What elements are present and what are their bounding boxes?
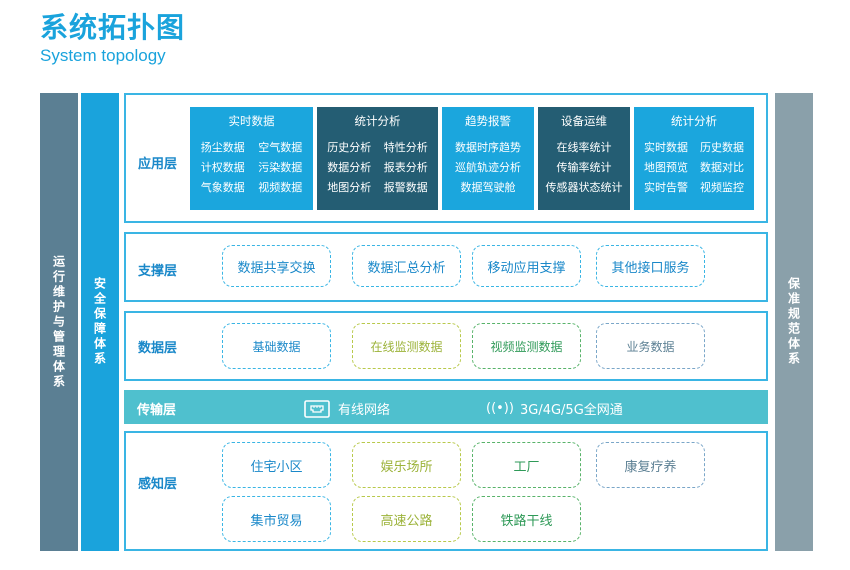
wired-network: 有线网络 (304, 399, 390, 418)
app-item: 历史数据 (700, 141, 744, 154)
app-column-header: 统计分析 (671, 114, 717, 128)
security-bar: 安全保障体系 (81, 93, 119, 551)
app-item: 数据对比 (700, 161, 744, 174)
app-column-statistics: 统计分析 历史分析 特性分析 数据分析 报表分析 地图分析 报警数据 (317, 107, 438, 210)
support-layer-label: 支撑层 (138, 264, 178, 279)
wired-network-label: 有线网络 (338, 403, 391, 418)
support-item: 数据汇总分析 (352, 245, 461, 287)
app-item: 扬尘数据 (200, 141, 245, 154)
wireless-network: ((•)) 3G/4G/5G全网通 (486, 399, 623, 418)
perception-item: 工厂 (472, 442, 581, 488)
app-column-header: 设备运维 (561, 114, 607, 128)
app-item: 空气数据 (258, 141, 303, 154)
app-item: 数据分析 (327, 161, 372, 174)
app-item: 气象数据 (200, 181, 245, 194)
ops-management-bar: 运行维护与管理体系 (40, 93, 78, 551)
app-item: 实时告警 (644, 181, 688, 194)
perception-item: 铁路干线 (472, 496, 581, 542)
app-item: 视频监控 (700, 181, 744, 194)
network-port-icon (304, 399, 330, 418)
app-column-trend-alarm: 趋势报警 数据时序趋势 巡航轨迹分析 数据驾驶舱 (442, 107, 534, 210)
perception-item: 住宅小区 (222, 442, 331, 488)
transport-layer: 传输层 有线网络 ((•)) 3G/4G/5G全网通 (124, 390, 768, 424)
data-item: 业务数据 (596, 323, 705, 369)
data-layer: 数据层 (124, 311, 768, 381)
standards-label: 保准规范体系 (786, 277, 801, 367)
app-item: 数据驾驶舱 (460, 181, 516, 194)
app-item: 传感器状态统计 (545, 181, 623, 194)
perception-item: 娱乐场所 (352, 442, 461, 488)
transport-layer-label: 传输层 (137, 403, 177, 418)
app-item: 历史分析 (327, 141, 372, 154)
app-item: 巡航轨迹分析 (455, 161, 521, 174)
security-label: 安全保障体系 (92, 277, 107, 367)
support-layer: 支撑层 (124, 232, 768, 302)
page-title: 系统拓扑图 (40, 11, 186, 44)
support-item: 数据共享交换 (222, 245, 331, 287)
app-column-statistics-2: 统计分析 实时数据 历史数据 地图预览 数据对比 实时告警 视频监控 (634, 107, 754, 210)
app-item: 报表分析 (383, 161, 428, 174)
app-item: 特性分析 (383, 141, 428, 154)
app-item: 传输率统计 (556, 161, 612, 174)
app-item: 地图分析 (327, 181, 372, 194)
app-item: 在线率统计 (556, 141, 612, 154)
app-item: 污染数据 (258, 161, 303, 174)
perception-layer-label: 感知层 (138, 477, 178, 492)
wireless-signal-icon: ((•)) (486, 401, 514, 416)
data-item: 视频监测数据 (472, 323, 581, 369)
page-subtitle: System topology (40, 46, 166, 65)
app-item: 数据时序趋势 (455, 141, 521, 154)
app-item: 地图预览 (644, 161, 688, 174)
data-item: 在线监测数据 (352, 323, 461, 369)
app-column-header: 实时数据 (228, 114, 275, 128)
app-column-device-ops: 设备运维 在线率统计 传输率统计 传感器状态统计 (538, 107, 630, 210)
app-item: 实时数据 (644, 141, 688, 154)
ops-management-label: 运行维护与管理体系 (51, 254, 66, 390)
app-item: 计权数据 (200, 161, 245, 174)
wireless-network-label: 3G/4G/5G全网通 (519, 403, 623, 418)
perception-item: 康复疗养 (596, 442, 705, 488)
application-layer-label: 应用层 (138, 157, 178, 172)
perception-item: 集市贸易 (222, 496, 331, 542)
app-item: 报警数据 (383, 181, 428, 194)
support-item: 移动应用支撑 (472, 245, 581, 287)
support-item: 其他接口服务 (596, 245, 705, 287)
perception-item: 高速公路 (352, 496, 461, 542)
app-column-realtime: 实时数据 扬尘数据 空气数据 计权数据 污染数据 气象数据 视频数据 (190, 107, 313, 210)
app-column-header: 统计分析 (354, 114, 401, 128)
data-item: 基础数据 (222, 323, 331, 369)
app-item: 视频数据 (258, 181, 303, 194)
app-column-header: 趋势报警 (465, 114, 511, 128)
standards-bar: 保准规范体系 (775, 93, 813, 551)
data-layer-label: 数据层 (138, 341, 178, 356)
